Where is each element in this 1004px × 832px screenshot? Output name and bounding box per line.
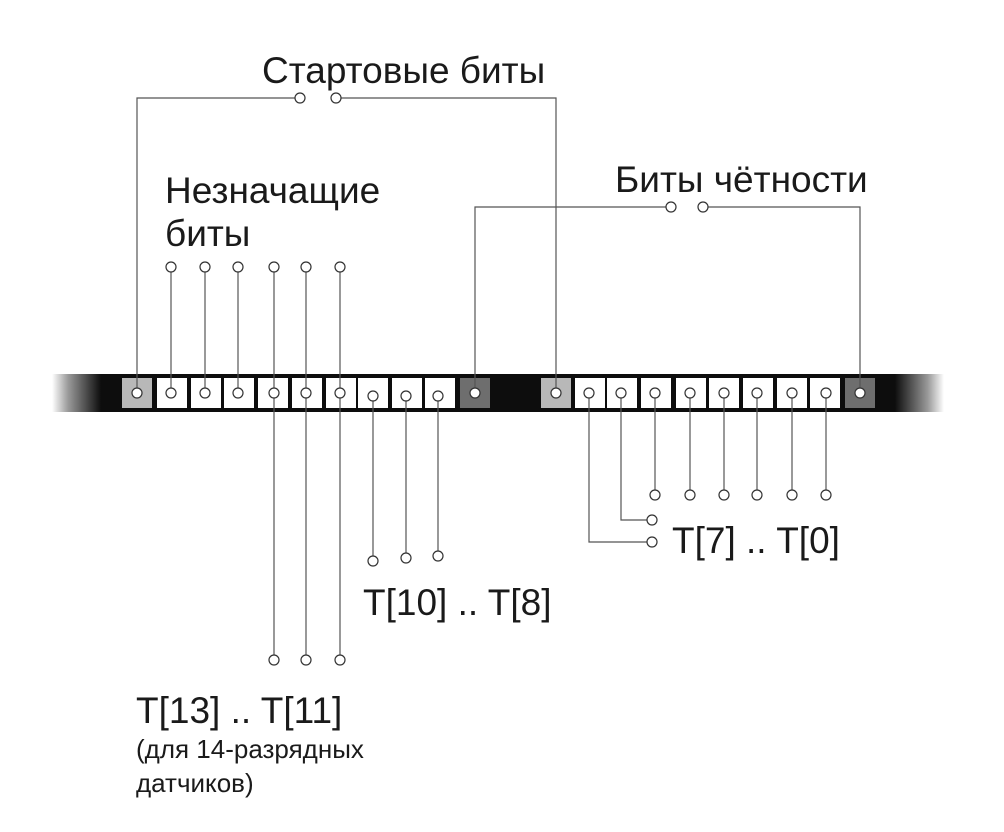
terminal-circle — [786, 387, 798, 399]
terminal-circle — [268, 261, 280, 273]
terminal-circle — [165, 387, 177, 399]
terminal-circle — [649, 387, 661, 399]
terminal-circle — [684, 489, 696, 501]
terminal-circle — [646, 536, 658, 548]
terminal-circle — [165, 261, 177, 273]
terminal-circle — [199, 261, 211, 273]
insignificant-bits-label-line1: Незначащие — [165, 170, 380, 211]
terminal-circle — [820, 387, 832, 399]
parity-bits-label: Биты чётности — [615, 159, 868, 200]
terminal-circle — [232, 387, 244, 399]
terminal-circle — [615, 387, 627, 399]
terminal-circle — [400, 552, 412, 564]
terminal-circle — [367, 390, 379, 402]
wires-group — [136, 97, 861, 655]
terminal-circle — [751, 387, 763, 399]
note-label-line2: датчиков) — [136, 768, 254, 798]
terminal-circle — [550, 387, 562, 399]
terminal-circle — [300, 387, 312, 399]
terminal-circle — [854, 387, 866, 399]
terminal-circle — [400, 390, 412, 402]
terminal-circle — [469, 387, 481, 399]
terminal-circle — [646, 514, 658, 526]
terminal-circle — [199, 387, 211, 399]
terminal-circle — [432, 550, 444, 562]
start-bits-wire — [136, 97, 295, 393]
terminal-circle — [268, 387, 280, 399]
parity-bits-wire — [708, 206, 861, 393]
terminal-circle — [232, 261, 244, 273]
terminal-circle — [751, 489, 763, 501]
terminal-circle — [718, 387, 730, 399]
t10-t8-label: T[10] .. T[8] — [363, 582, 552, 623]
terminal-circle — [367, 555, 379, 567]
start-bits-wire — [341, 97, 557, 393]
terminal-circle — [300, 654, 312, 666]
terminal-circle — [334, 387, 346, 399]
data-bit-wire — [588, 393, 647, 543]
terminal-circle — [334, 654, 346, 666]
note-label-line1: (для 14-разрядных — [136, 734, 364, 764]
terminal-circle — [330, 92, 342, 104]
terminal-circle — [583, 387, 595, 399]
terminal-circle — [697, 201, 709, 213]
terminals-group — [131, 92, 866, 666]
cells-group — [122, 378, 875, 408]
terminal-circle — [131, 387, 143, 399]
t13-t11-label: T[13] .. T[11] — [136, 690, 342, 731]
data-bit-wire — [620, 393, 647, 521]
terminal-circle — [684, 387, 696, 399]
terminal-circle — [432, 390, 444, 402]
terminal-circle — [300, 261, 312, 273]
parity-bits-wire — [474, 206, 666, 393]
terminal-circle — [665, 201, 677, 213]
terminal-circle — [649, 489, 661, 501]
terminal-circle — [718, 489, 730, 501]
labels-group: Стартовые биты Незначащие биты Биты чётн… — [136, 50, 868, 798]
terminal-circle — [268, 654, 280, 666]
terminal-circle — [820, 489, 832, 501]
terminal-circle — [334, 261, 346, 273]
terminal-circle — [294, 92, 306, 104]
insignificant-bits-label-line2: биты — [165, 213, 250, 254]
start-bits-label: Стартовые биты — [262, 50, 545, 91]
t7-t0-label: T[7] .. T[0] — [672, 520, 840, 561]
terminal-circle — [786, 489, 798, 501]
